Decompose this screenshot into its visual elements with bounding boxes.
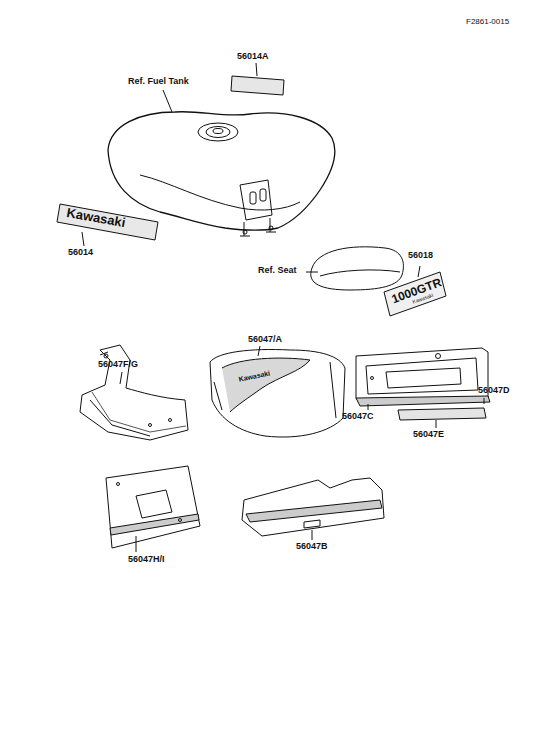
callout-number: 56047/A <box>248 335 282 344</box>
reference-label: Ref. Fuel Tank <box>128 77 189 86</box>
callout-number: 56047H/I <box>128 555 165 564</box>
callout-number: 56047F/G <box>98 360 138 369</box>
callout-number: 56047C <box>342 412 374 421</box>
reference-label: Ref. Seat <box>258 266 297 275</box>
callout-number: 56014 <box>68 248 93 257</box>
callout-number: 56018 <box>408 251 433 260</box>
callout-number: 56014A <box>237 52 269 61</box>
callout-number: 56047B <box>296 542 328 551</box>
drawing-number: F2861-0015 <box>466 18 509 26</box>
callout-number: 56047E <box>413 430 444 439</box>
callout-number: 56047D <box>478 386 510 395</box>
